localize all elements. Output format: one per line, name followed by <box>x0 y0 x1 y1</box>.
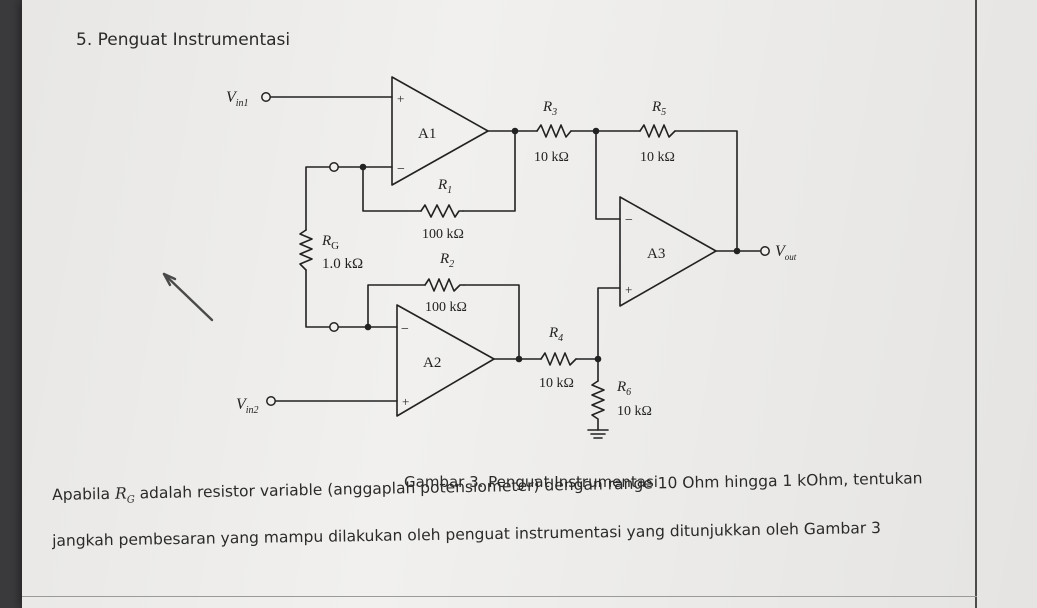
para1-before: Apabila <box>52 484 111 504</box>
frame-line-right <box>975 0 977 608</box>
terminal-rg-bottom <box>329 322 339 332</box>
frame-line-bottom <box>22 596 977 597</box>
paper-sheet <box>22 0 1037 608</box>
rg-name: RG <box>321 233 339 252</box>
terminal-rg-top <box>329 162 339 172</box>
wire-rg <box>305 166 335 328</box>
opamp-a1-symbol <box>391 76 489 186</box>
wire-r1-loop <box>362 130 516 212</box>
wire-a3-minus <box>595 130 621 220</box>
opamp-a1-label: A1 <box>418 126 436 142</box>
vin1-label: Vin1 <box>226 89 249 109</box>
a3-plus-sign: + <box>625 282 632 297</box>
resistor-r6-zigzag <box>591 380 605 431</box>
junction-a2-minus <box>364 323 372 331</box>
a1-minus-sign: − <box>397 162 405 177</box>
resistor-r3-zigzag <box>536 124 572 138</box>
r1-value: 100 kΩ <box>422 227 464 242</box>
r4-value: 10 kΩ <box>539 376 574 391</box>
pencil-arrow-mark <box>162 272 214 322</box>
r1-name: R1 <box>437 177 452 196</box>
section-heading: 5. Penguat Instrumentasi <box>76 30 290 50</box>
figure-caption: Gambar 3. Penguat Instrumentasi <box>404 473 658 491</box>
ground-symbol <box>587 429 609 439</box>
r6-value: 10 kΩ <box>617 404 652 419</box>
junction-r3-r5 <box>592 127 600 135</box>
terminal-vin2 <box>266 396 276 406</box>
para1-symbol: RG <box>114 484 135 506</box>
r5-value: 10 kΩ <box>640 150 675 165</box>
resistor-r1-zigzag <box>420 204 464 218</box>
junction-a1-out <box>511 127 519 135</box>
r6-name: R6 <box>616 379 631 398</box>
junction-a1-minus <box>359 163 367 171</box>
opamp-a2-label: A2 <box>423 355 441 371</box>
terminal-vout <box>760 246 770 256</box>
wire-a3-plus <box>597 287 621 382</box>
terminal-vin1 <box>261 92 271 102</box>
resistor-rg-zigzag <box>299 229 313 271</box>
r3-value: 10 kΩ <box>534 150 569 165</box>
opamp-a2-symbol <box>396 304 495 417</box>
wire-r2-loop <box>367 284 520 360</box>
resistor-r5-zigzag <box>639 124 676 138</box>
a1-plus-sign: + <box>397 91 404 106</box>
heading-title: Penguat Instrumentasi <box>97 30 291 50</box>
resistor-r2-zigzag <box>424 278 465 292</box>
r5-name: R5 <box>651 99 666 118</box>
opamp-a3-symbol <box>619 196 717 307</box>
r4-name: R4 <box>548 325 563 344</box>
wire-r5-feedback <box>674 130 738 252</box>
heading-number: 5. <box>76 30 93 50</box>
vout-label: Vout <box>775 243 797 262</box>
a3-minus-sign: − <box>625 213 633 228</box>
r2-name: R2 <box>439 251 454 270</box>
opamp-a3-label: A3 <box>647 246 665 262</box>
vin2-label: Vin2 <box>236 396 259 416</box>
resistor-r4-zigzag <box>540 352 577 366</box>
a2-minus-sign: − <box>401 322 409 337</box>
junction-a2-out <box>515 355 523 363</box>
junction-r4-r6 <box>594 355 602 363</box>
r2-value: 100 kΩ <box>425 300 467 315</box>
rg-value: 1.0 kΩ <box>322 256 363 272</box>
r3-name: R3 <box>542 99 557 118</box>
junction-a3-out <box>733 247 741 255</box>
a2-plus-sign: + <box>402 394 409 409</box>
